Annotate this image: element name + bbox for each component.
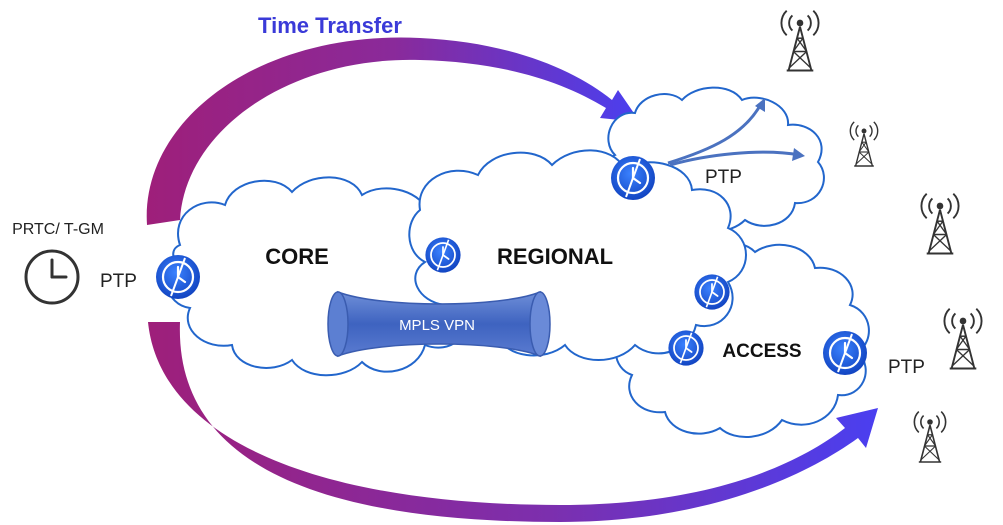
ptp-label-access: PTP <box>888 357 925 378</box>
mpls-vpn-tunnel <box>327 290 551 358</box>
radio-tower-icon-3 <box>920 192 960 255</box>
ptp-label-core: PTP <box>100 271 137 292</box>
ptp-label-regional: PTP <box>705 167 742 188</box>
ptp-clock-icon-access-edge <box>821 329 869 377</box>
ptp-clock-icon-core-edge <box>154 253 202 301</box>
time-transfer-arrow-top <box>146 37 640 225</box>
source-label: PRTC/ T-GM <box>12 221 104 238</box>
cloud-label-core: CORE <box>265 244 329 269</box>
radio-tower-icon-1 <box>780 9 820 72</box>
radio-tower-icon-5 <box>913 410 947 463</box>
ptp-clock-icon-regional-access-1 <box>693 273 731 311</box>
ptp-clock-icon-regional-access-2 <box>667 329 705 367</box>
ptp-clock-icon-core-regional <box>424 236 462 274</box>
cloud-label-access: ACCESS <box>722 341 801 362</box>
ptp-distribution-arrows <box>667 98 805 167</box>
cloud-label-regional: REGIONAL <box>497 244 613 269</box>
tunnel-label: MPLS VPN <box>399 317 475 334</box>
radio-tower-icon-2 <box>849 121 879 167</box>
radio-tower-icon-4 <box>943 307 983 370</box>
ptp-clock-icon-regional-top <box>609 154 657 202</box>
wall-clock-icon <box>24 249 80 305</box>
diagram-title: Time Transfer <box>258 13 402 38</box>
